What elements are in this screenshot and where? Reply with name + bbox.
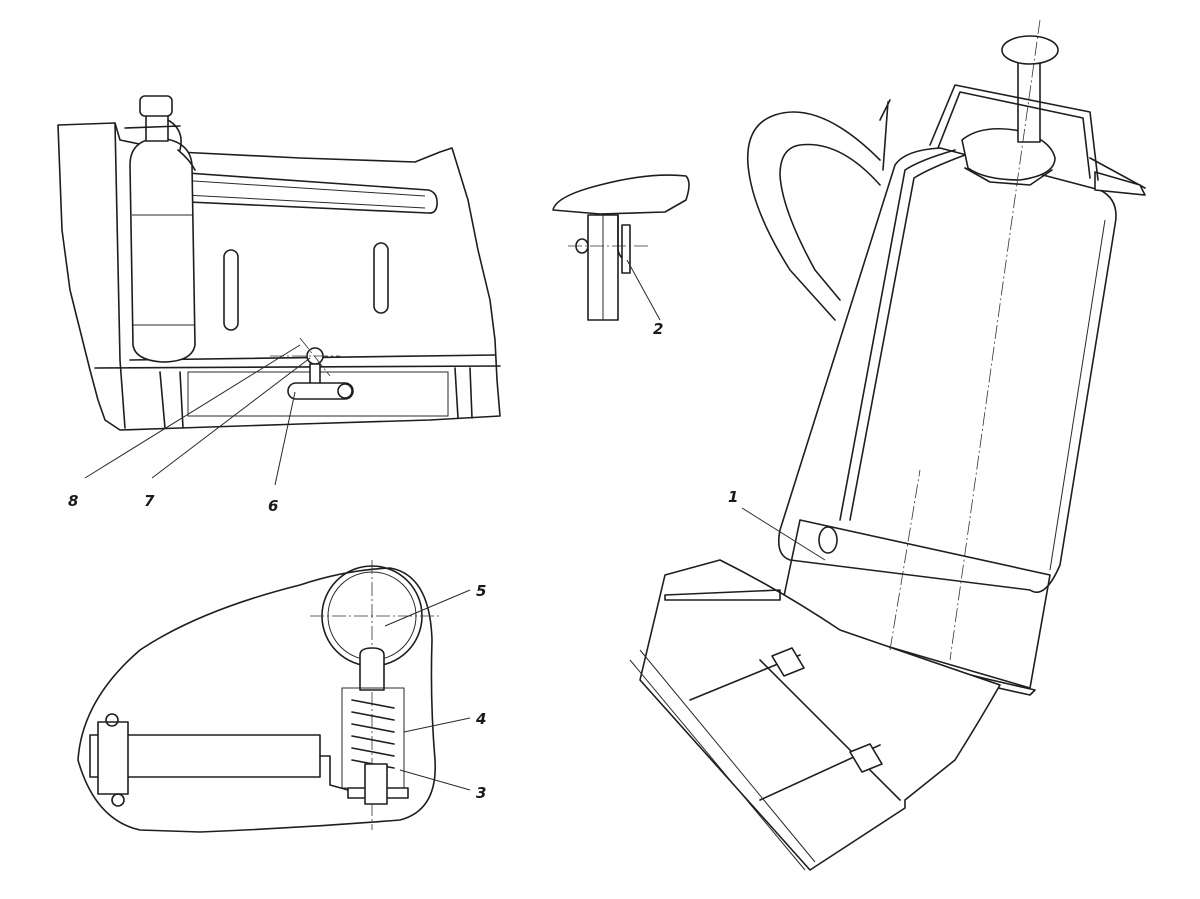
view-panel-with-cylinder (57, 95, 501, 486)
callout-6: 6 (268, 497, 278, 515)
callout-3: 3 (476, 784, 486, 802)
view-spring-latch-detail (77, 560, 471, 833)
callout-5: 5 (476, 582, 486, 600)
callout-4: 4 (475, 710, 486, 728)
callout-2: 2 (653, 320, 663, 338)
callout-1: 1 (728, 488, 738, 506)
callout-labels: 8 7 6 2 1 5 4 3 (68, 320, 738, 802)
view-bracket-detail (552, 174, 690, 321)
callout-7: 7 (144, 492, 155, 510)
callout-8: 8 (68, 492, 78, 510)
view-extinguisher-assembly (629, 19, 1146, 871)
